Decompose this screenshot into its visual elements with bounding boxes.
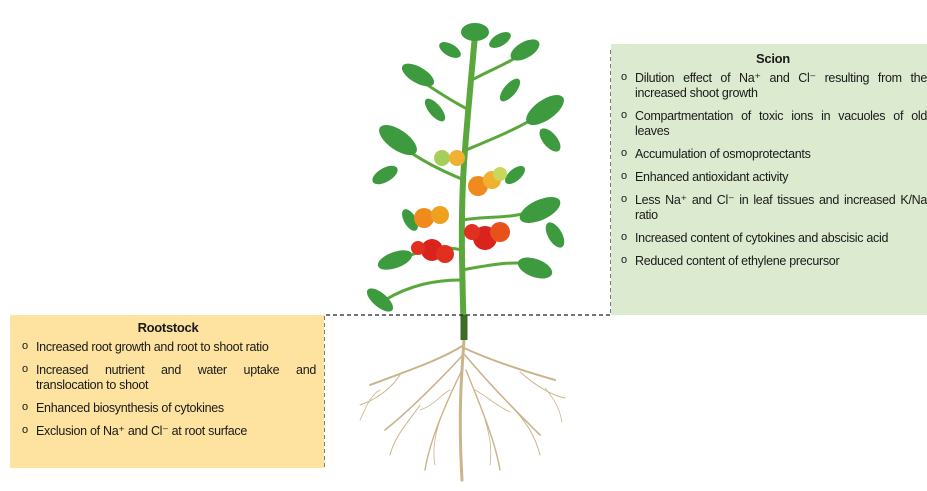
rootstock-panel: Rootstock Increased root growth and root… (10, 315, 324, 468)
rootstock-title: Rootstock (20, 320, 316, 335)
rootstock-item: Exclusion of Na⁺ and Cl⁻ at root surface (20, 424, 316, 439)
scion-item: Enhanced antioxidant activity (619, 170, 927, 185)
scion-item: Increased content of cytokines and absci… (619, 231, 927, 246)
scion-title: Scion (619, 51, 927, 66)
rootstock-item: Enhanced biosynthesis of cytokines (20, 401, 316, 416)
scion-item: Accumulation of osmoprotectants (619, 147, 927, 162)
scion-list: Dilution effect of Na⁺ and Cl⁻ resulting… (619, 71, 927, 269)
scion-panel: Scion Dilution effect of Na⁺ and Cl⁻ res… (611, 44, 927, 315)
scion-item: Less Na⁺ and Cl⁻ in leaf tissues and inc… (619, 193, 927, 223)
scion-item: Reduced content of ethylene precursor (619, 254, 927, 269)
scion-item: Dilution effect of Na⁺ and Cl⁻ resulting… (619, 71, 927, 101)
scion-item: Compartmentation of toxic ions in vacuol… (619, 109, 927, 139)
rootstock-item: Increased nutrient and water uptake and … (20, 363, 316, 393)
rootstock-item: Increased root growth and root to shoot … (20, 340, 316, 355)
rootstock-list: Increased root growth and root to shoot … (20, 340, 316, 439)
